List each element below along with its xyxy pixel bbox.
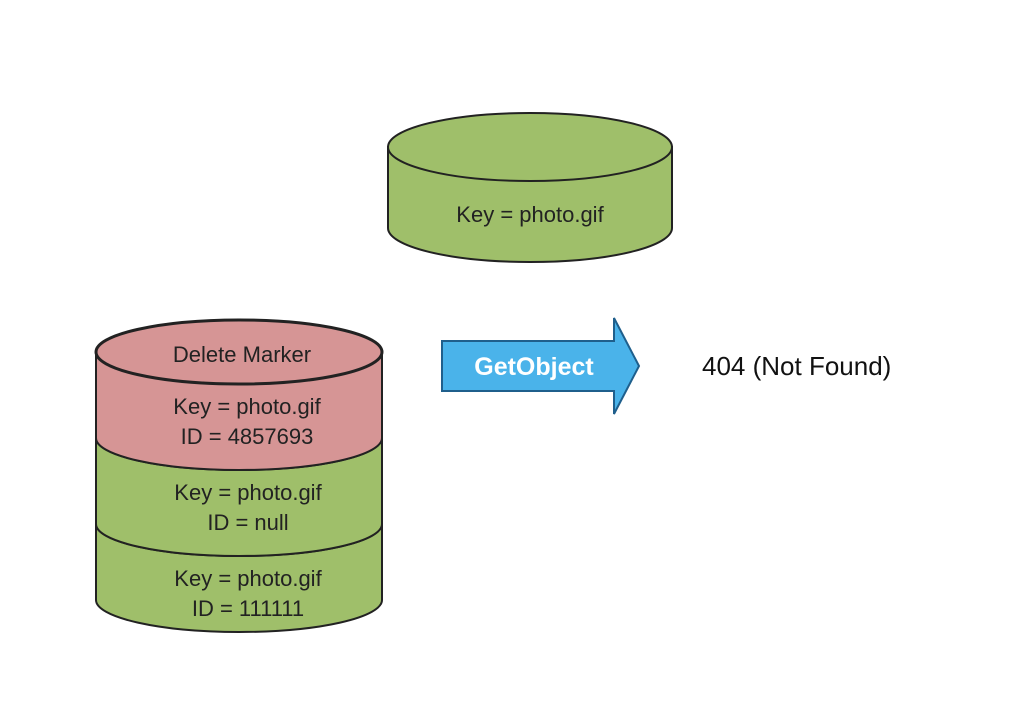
version-bottom-id-label: ID = 111111 — [192, 596, 304, 621]
arrow-shape — [441, 317, 641, 415]
version-middle-body — [95, 437, 383, 557]
delete-marker-lid — [94, 318, 384, 386]
getobject-arrow: GetObject — [441, 317, 641, 415]
delete-marker-body — [95, 351, 383, 471]
response-label: 404 (Not Found) — [702, 351, 891, 381]
version-middle-key-label: Key = photo.gif — [174, 480, 322, 505]
top-object-cylinder: Key = photo.gif — [387, 112, 673, 263]
top-object-key-label: Key = photo.gif — [456, 202, 604, 227]
delete-marker-id-label: ID = 4857693 — [181, 424, 314, 449]
version-stack: Key = photo.gif ID = 111111 Key = photo.… — [94, 318, 384, 633]
version-middle-id-label: ID = null — [207, 510, 288, 535]
getobject-label: GetObject — [474, 353, 594, 381]
delete-marker-segment: Delete Marker Key = photo.gif ID = 48576… — [94, 318, 384, 471]
delete-marker-key-label: Key = photo.gif — [173, 394, 321, 419]
delete-marker-title: Delete Marker — [173, 342, 311, 367]
version-bottom-key-label: Key = photo.gif — [174, 566, 322, 591]
top-object-lid — [387, 112, 673, 182]
